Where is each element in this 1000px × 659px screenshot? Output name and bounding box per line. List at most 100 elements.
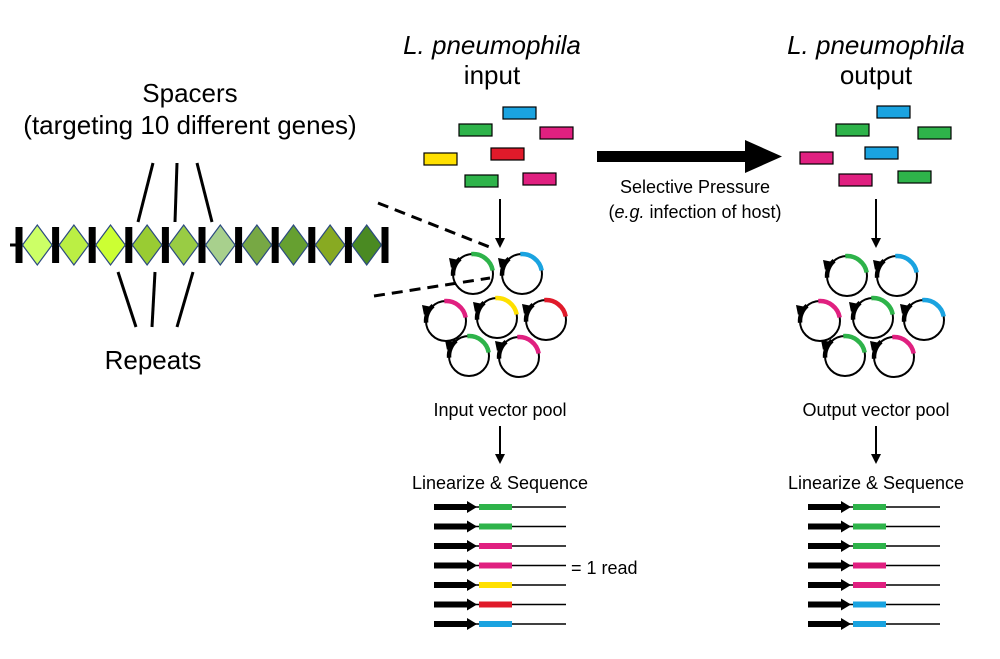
spacer-diamond	[277, 223, 310, 267]
read-spacer	[479, 543, 512, 549]
plasmid	[823, 253, 869, 297]
read-spacer	[853, 543, 886, 549]
output-sequence-label: Linearize & Sequence	[788, 473, 964, 493]
vector-backbone-segment	[824, 258, 836, 278]
repeat-bar	[161, 227, 169, 263]
gene-block	[490, 147, 525, 161]
plasmid	[522, 297, 568, 341]
sequence-read	[434, 540, 566, 552]
read-spacer	[479, 504, 512, 510]
read-spacer	[853, 621, 886, 627]
plasmid	[821, 333, 867, 377]
read-spacer	[479, 562, 512, 569]
gene-block	[838, 173, 873, 187]
plasmid	[445, 333, 491, 377]
sequence-read	[808, 598, 940, 611]
spacer-segment	[892, 334, 916, 355]
input-sequence-label: Linearize & Sequence	[412, 473, 588, 493]
read-spacer	[853, 523, 886, 530]
plasmid	[495, 334, 541, 378]
read-label: = 1 read	[571, 558, 638, 578]
sequence-read	[808, 540, 940, 552]
gene-block	[502, 106, 537, 120]
spacer-segment	[517, 334, 541, 355]
sequence-read	[434, 501, 566, 513]
spacer-diamond	[21, 223, 53, 267]
spacer-diamond	[168, 223, 200, 267]
vector-backbone-segment	[450, 256, 462, 276]
spacer-segment	[895, 253, 919, 274]
gene-block	[458, 123, 493, 137]
plasmid	[900, 297, 946, 341]
gene-block	[423, 152, 458, 166]
vector-backbone-segment	[822, 338, 834, 358]
spacers-subtitle: (targeting 10 different genes)	[23, 110, 356, 140]
vector-backbone-segment	[423, 303, 435, 323]
gene-block	[522, 172, 557, 186]
zoom-lines	[373, 201, 493, 298]
repeat-bar	[52, 227, 60, 263]
repeat-bar	[198, 227, 206, 263]
spacer-diamond	[131, 223, 163, 267]
input-title-species: L. pneumophila	[403, 30, 581, 60]
repeat-bar	[344, 227, 352, 263]
read-spacer	[479, 601, 512, 608]
gene-block	[835, 123, 870, 137]
repeat-pointer-lines	[116, 271, 195, 328]
spacer-diamond	[204, 223, 236, 267]
spacer-diamond	[314, 223, 346, 267]
vector-backbone-segment	[446, 338, 458, 358]
input-title-word: input	[464, 60, 521, 90]
repeats-label: Repeats	[105, 345, 202, 375]
output-pool-label: Output vector pool	[802, 400, 949, 420]
output-title-word: output	[840, 60, 913, 90]
spacer-diamond	[58, 223, 90, 267]
repeat-bar	[308, 227, 316, 263]
spacer-segment	[495, 295, 519, 316]
output-vector-pool	[796, 253, 946, 378]
vector-backbone-segment	[523, 302, 535, 322]
spacer-segment	[544, 297, 568, 318]
vector-backbone-segment	[499, 256, 511, 276]
read-spacer	[853, 504, 886, 510]
spacer-segment	[818, 298, 842, 319]
sequence-read	[434, 520, 566, 533]
output-title-species: L. pneumophila	[787, 30, 965, 60]
selective-pressure-label: Selective Pressure	[620, 177, 770, 197]
sequence-read	[434, 598, 566, 611]
sequence-read	[434, 579, 566, 591]
sequence-read	[434, 559, 566, 572]
gene-block	[917, 126, 952, 140]
spacer-segment	[845, 253, 869, 274]
input-vector-pool	[422, 251, 568, 378]
read-spacer	[853, 582, 886, 588]
vector-backbone-segment	[474, 300, 486, 320]
input-reads	[434, 501, 566, 630]
plasmid	[449, 251, 495, 295]
spacer-segment	[922, 297, 946, 318]
spacers-title: Spacers	[142, 78, 237, 108]
output-gene-pool	[799, 105, 952, 187]
repeat-bar	[235, 227, 243, 263]
gene-block	[539, 126, 574, 140]
plasmid	[873, 253, 919, 297]
spacer-diamond	[241, 223, 273, 267]
sequence-read	[808, 520, 940, 533]
plasmid	[870, 334, 916, 378]
plasmid	[498, 251, 544, 295]
read-spacer	[853, 562, 886, 569]
spacer-segment	[444, 298, 468, 319]
gene-block	[464, 174, 499, 188]
spacer-segment	[843, 333, 867, 354]
crispr-array	[10, 223, 389, 267]
plasmid	[796, 298, 842, 342]
gene-block	[799, 151, 834, 165]
vector-backbone-segment	[901, 302, 913, 322]
input-pool-label: Input vector pool	[433, 400, 566, 420]
spacer-diamond	[351, 223, 383, 267]
vector-backbone-segment	[871, 339, 883, 359]
gene-block	[864, 146, 899, 160]
vector-backbone-segment	[874, 258, 886, 278]
repeat-bar	[271, 227, 279, 263]
